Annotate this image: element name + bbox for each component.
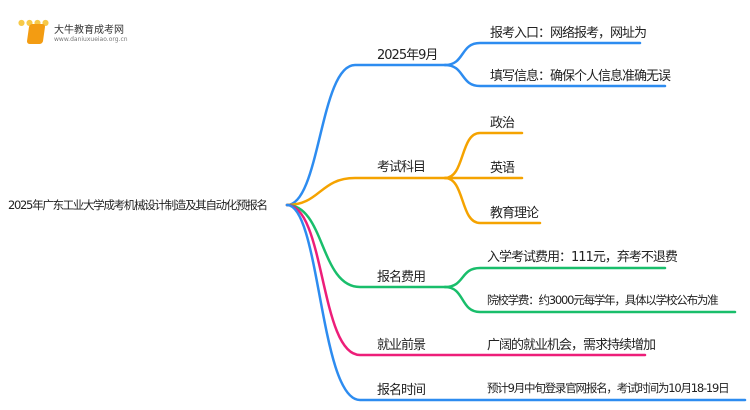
branch-fees: 报名费用 [377,270,426,285]
leaf-politics: 政治 [490,116,515,131]
logo-url: www.daniuxueiao.org.cn [54,36,128,43]
connector-entry [443,41,642,67]
connector-fees [285,203,447,289]
sun-dots-icon: ●●●● [18,18,50,27]
leaf-edu-theory: 教育理论 [490,206,539,221]
leaf-info: 填写信息：确保个人信息准确无误 [490,69,671,84]
leaf-entry: 报考入口：网络报考，网址为 [490,26,647,41]
leaf-career: 广阔的就业机会，需求持续增加 [487,338,656,353]
connector-time [285,203,747,402]
connector-subjects [285,176,447,207]
connector-tuition [443,285,737,314]
logo: ●●●● 大牛教育成考网 www.daniuxueiao.org.cn [18,18,138,48]
leaf-exam-fee: 入学考试费用：111元，弃考不退费 [487,250,678,265]
root-topic: 2025年广东工业大学成考机械设计制造及其自动化预报名 [8,198,268,212]
leaf-time: 预计9月中旬登录官网报名，考试时间为10月18-19日 [487,381,730,395]
connector-edu-theory [443,176,542,225]
connector-politics [443,131,524,180]
branch-subjects: 考试科目 [377,160,426,175]
branch-time: 报名时间 [377,383,426,398]
connector-2025-9 [285,63,447,207]
connector-info [443,63,667,88]
branch-career: 就业前景 [377,338,426,353]
leaf-english: 英语 [490,161,515,176]
leaf-tuition: 院校学费：约3000元每学年，具体以学校公布为准 [487,293,719,307]
logo-name: 大牛教育成考网 [54,25,124,36]
branch-2025-9: 2025年9月 [377,48,438,63]
connector-exam-fee [443,266,667,289]
connector-career [285,203,647,357]
